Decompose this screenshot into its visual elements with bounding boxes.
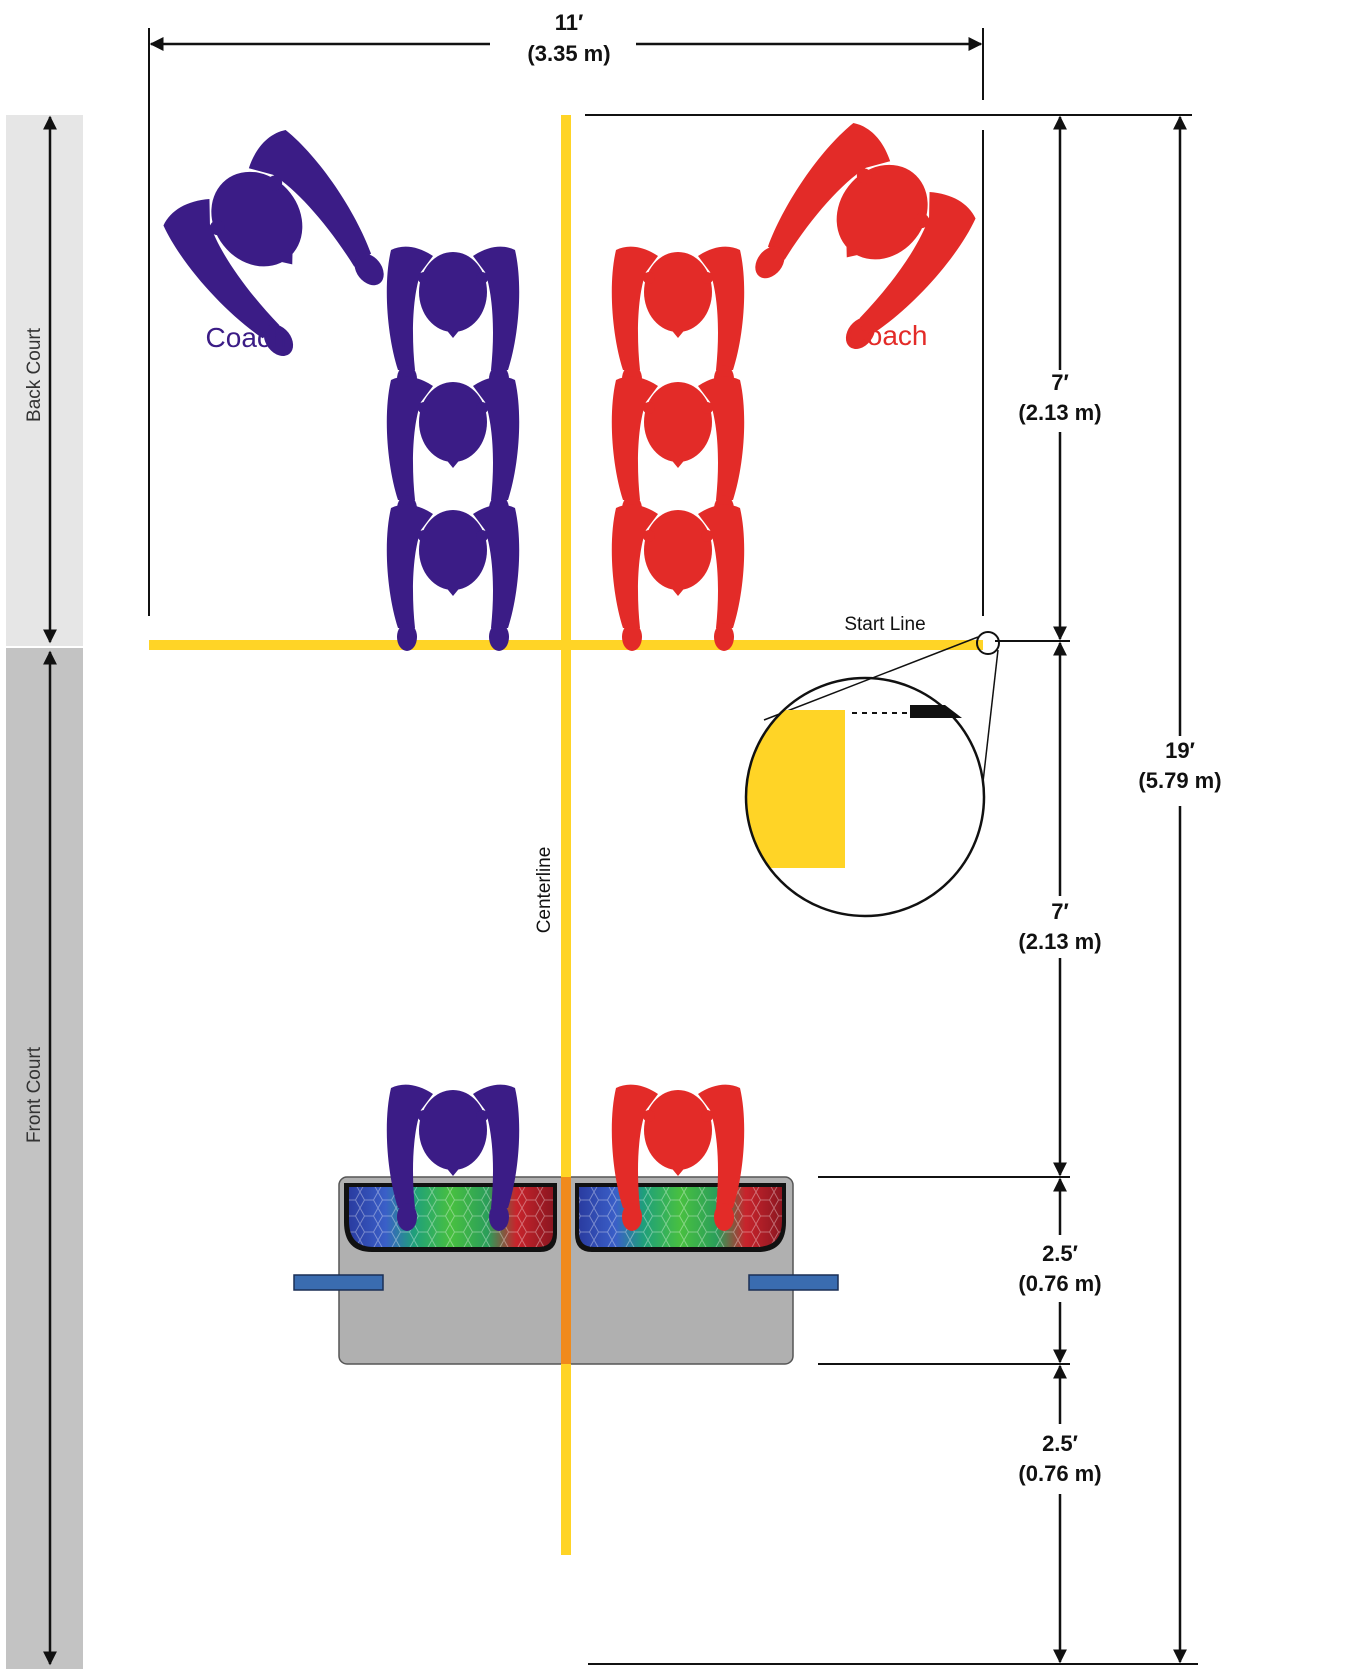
purple-coach-label: Coach bbox=[206, 322, 287, 353]
purple-player-3-icon bbox=[386, 504, 520, 651]
front-court-label: Front Court bbox=[24, 1046, 45, 1143]
left-table-handle bbox=[293, 1274, 384, 1291]
centerline-label: Centerline bbox=[534, 847, 555, 934]
mid-court-ft-label: 7′ bbox=[1051, 899, 1069, 924]
magnifier-circle bbox=[744, 676, 986, 918]
centerline-table-segment bbox=[561, 1177, 571, 1364]
total-length-ft-label: 19′ bbox=[1165, 738, 1195, 763]
width-ft-label: 11′ bbox=[555, 10, 584, 35]
purple-player-2-icon bbox=[386, 376, 520, 523]
mid-court-m-label: (2.13 m) bbox=[1018, 929, 1101, 954]
back-court-m-label: (2.13 m) bbox=[1018, 400, 1101, 425]
red-player-1-icon bbox=[611, 246, 745, 393]
total-length-m-label: (5.79 m) bbox=[1138, 768, 1221, 793]
table-depth-m-label: (0.76 m) bbox=[1018, 1271, 1101, 1296]
centerline bbox=[561, 115, 571, 1555]
start-line-magnifier bbox=[744, 631, 1000, 918]
start-line bbox=[149, 640, 983, 650]
red-player-2-icon bbox=[611, 376, 745, 523]
start-line-label: Start Line bbox=[844, 614, 925, 635]
red-coach-label: Coach bbox=[847, 320, 928, 351]
magnifier-connector-right bbox=[982, 649, 999, 783]
right-table-handle bbox=[748, 1274, 839, 1291]
magnified-boundary-edge bbox=[910, 705, 962, 718]
table-rear-m-label: (0.76 m) bbox=[1018, 1461, 1101, 1486]
front-court-band bbox=[6, 648, 83, 1669]
back-court-label: Back Court bbox=[24, 327, 45, 422]
table-depth-ft-label: 2.5′ bbox=[1042, 1241, 1078, 1266]
width-m-label: (3.35 m) bbox=[527, 41, 610, 66]
back-court-ft-label: 7′ bbox=[1051, 370, 1069, 395]
magnifier-target-circle bbox=[976, 631, 1000, 655]
right-game-mat bbox=[575, 1183, 786, 1252]
purple-player-1-icon bbox=[386, 246, 520, 393]
table-rear-ft-label: 2.5′ bbox=[1042, 1431, 1078, 1456]
left-game-mat bbox=[344, 1183, 557, 1252]
red-player-3-icon bbox=[611, 504, 745, 651]
